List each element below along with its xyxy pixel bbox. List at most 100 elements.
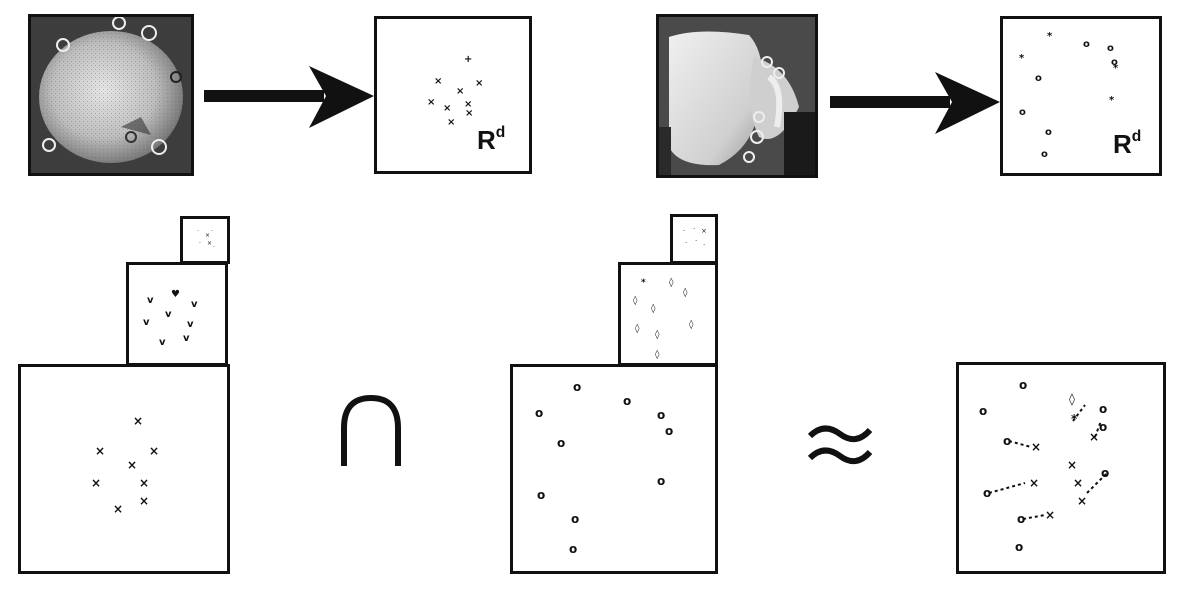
svg-text:·: · [213, 244, 215, 251]
svg-text:o: o [1019, 107, 1026, 118]
svg-text:v: v [187, 319, 194, 330]
pyramid-2-level-1: *◊◊ ◊◊ ◊◊◊ ◊ [618, 262, 718, 366]
svg-text:×: × [464, 99, 472, 110]
feature-space-exponent: d [1131, 128, 1142, 146]
svg-text:v: v [159, 337, 166, 348]
svg-text:♥: ♥ [171, 289, 180, 300]
svg-text:×: × [447, 117, 455, 128]
matching-result: o ◊ o o * o o × × × o × × o × × o o [956, 362, 1166, 574]
feature-space-letter: R [1113, 129, 1132, 159]
pyramid-1-level-2-points: ·×· ·×· [197, 228, 215, 251]
svg-text:o: o [623, 394, 631, 408]
svg-text:o: o [1101, 466, 1109, 480]
svg-text:×: × [1073, 476, 1083, 490]
svg-text:◊: ◊ [683, 287, 688, 298]
svg-text:*: * [1047, 31, 1053, 42]
svg-text:×: × [149, 444, 159, 458]
svg-text:o: o [537, 488, 545, 502]
svg-text:o: o [1099, 402, 1107, 416]
svg-text:o: o [1107, 43, 1114, 54]
svg-text:◊: ◊ [689, 319, 694, 330]
svg-text:·: · [199, 240, 201, 247]
svg-text:o: o [557, 436, 565, 450]
svg-text:×: × [465, 108, 473, 119]
approx-equal-operator [807, 425, 873, 465]
svg-text:×: × [1089, 430, 1099, 444]
svg-text:o: o [569, 542, 577, 556]
svg-text:×: × [205, 232, 210, 239]
input-image-1 [28, 14, 194, 176]
feature-space-label: Rd [477, 124, 506, 153]
svg-text:*: * [1109, 95, 1115, 106]
svg-text:×: × [1077, 494, 1087, 508]
svg-text:o: o [1111, 57, 1118, 68]
feature-space-exponent: d [495, 124, 506, 142]
svg-text:o: o [979, 404, 987, 418]
svg-text:·: · [703, 241, 705, 249]
svg-text:×: × [95, 444, 105, 458]
svg-text:+: + [464, 54, 472, 65]
svg-text:×: × [475, 78, 483, 89]
svg-text:o: o [1083, 39, 1090, 50]
svg-text:*: * [1071, 412, 1078, 426]
svg-text:o: o [1099, 420, 1107, 434]
svg-text:o: o [1003, 434, 1011, 448]
feature-space-1: + × × × × × × × × Rd [374, 16, 532, 174]
svg-text:o: o [1041, 149, 1048, 160]
arrow-right-icon [830, 72, 1000, 134]
svg-text:×: × [113, 502, 123, 516]
svg-text:◊: ◊ [633, 295, 638, 306]
svg-text:·: · [211, 228, 213, 235]
intersection-operator [341, 394, 401, 466]
feature-points-1: + × × × × × × × × [427, 54, 483, 128]
svg-text:o: o [573, 380, 581, 394]
svg-text:◊: ◊ [1069, 392, 1075, 406]
pyramid-1-level-0: × × × × × × × × [18, 364, 230, 574]
pyramid-2-level-2-points: ··× ··· [683, 225, 707, 249]
svg-text:·: · [685, 239, 687, 247]
svg-text:·: · [695, 237, 697, 245]
image-1-photo [31, 17, 191, 173]
svg-text:o: o [1035, 73, 1042, 84]
svg-text:·: · [683, 227, 685, 235]
image-2-photo [659, 17, 815, 175]
pyramid-2-level-1-points: *◊◊ ◊◊ ◊◊◊ ◊ [633, 277, 694, 360]
pyramid-2-level-0-points: o o o o o o o o o o [535, 380, 673, 556]
svg-text:×: × [207, 240, 212, 247]
svg-text:o: o [1045, 127, 1052, 138]
svg-text:×: × [91, 476, 101, 490]
feature-points-2: * o o * o * o * o o o [1019, 31, 1119, 160]
svg-text:*: * [1113, 63, 1119, 74]
svg-text:×: × [127, 458, 137, 472]
feature-space-label: Rd [1113, 128, 1142, 159]
svg-text:o: o [1019, 378, 1027, 392]
svg-text:◊: ◊ [669, 277, 674, 288]
svg-text:o: o [535, 406, 543, 420]
svg-text:×: × [139, 476, 149, 490]
svg-text:·: · [197, 228, 199, 235]
input-image-2 [656, 14, 818, 178]
pyramid-2-level-2: ··× ··· [670, 214, 718, 264]
svg-text:v: v [165, 309, 172, 320]
svg-text:×: × [1067, 458, 1077, 472]
svg-text:◊: ◊ [655, 329, 660, 340]
pyramid-1-level-2: ·×· ·×· [180, 216, 230, 264]
svg-text:×: × [443, 103, 451, 114]
svg-text:×: × [133, 414, 143, 428]
svg-text:×: × [434, 76, 442, 87]
svg-text:×: × [1029, 476, 1039, 490]
svg-text:×: × [427, 97, 435, 108]
svg-text:o: o [665, 424, 673, 438]
svg-text:×: × [1031, 440, 1041, 454]
svg-text:×: × [701, 227, 707, 235]
svg-text:v: v [143, 317, 150, 328]
svg-text:·: · [693, 225, 695, 233]
svg-text:o: o [657, 474, 665, 488]
svg-text:*: * [1019, 53, 1025, 64]
svg-text:o: o [571, 512, 579, 526]
matching-result-points: o ◊ o o * o o × × × o × × o × × o o [979, 378, 1109, 554]
svg-text:v: v [147, 295, 154, 306]
svg-text:o: o [657, 408, 665, 422]
